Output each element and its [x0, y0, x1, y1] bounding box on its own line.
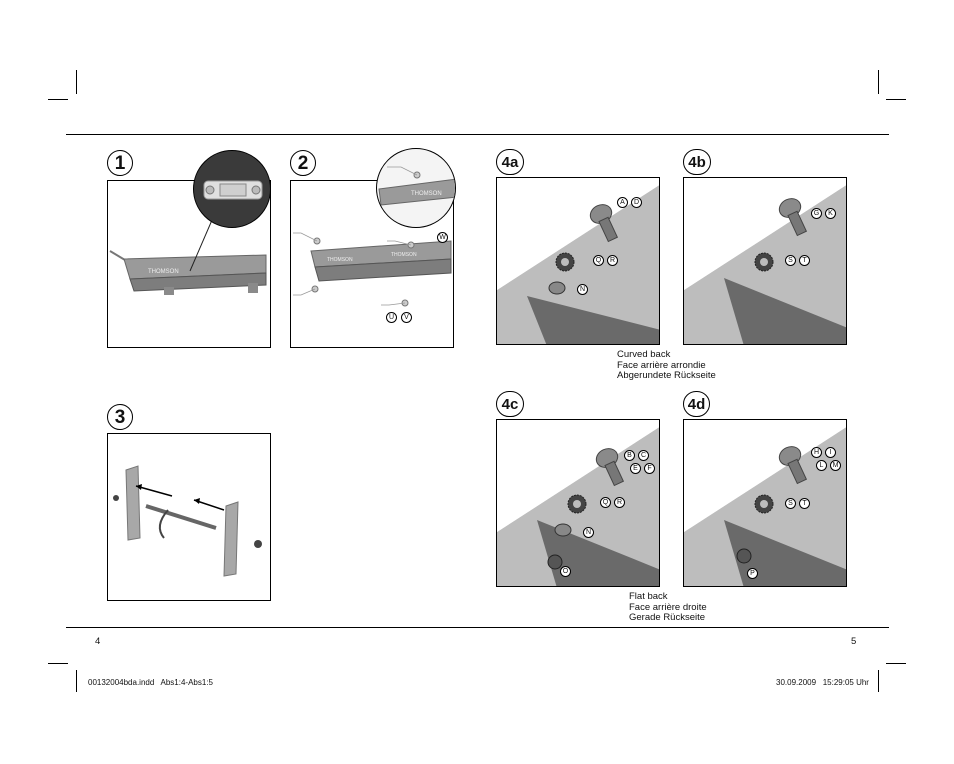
callout-label: H — [811, 447, 822, 458]
callout-label: E — [630, 463, 641, 474]
bracket-illustration: THOMSON THOMSON — [293, 232, 452, 307]
page-number-right: 5 — [851, 636, 857, 647]
callout-label: W — [437, 232, 448, 243]
step-1-zoom-detail — [193, 150, 271, 228]
callout-label: N — [577, 284, 588, 295]
step-2-number: 2 — [290, 150, 316, 176]
callout-label: D — [631, 197, 642, 208]
flat-back-caption: Flat back Face arrière droite Gerade Rüc… — [629, 591, 707, 624]
step-4d-panel — [683, 419, 847, 587]
callout-label: P — [747, 568, 758, 579]
crop-mark — [886, 663, 906, 664]
step-3-number: 3 — [107, 404, 133, 430]
callout-label: V — [401, 312, 412, 323]
callout-label: R — [607, 255, 618, 266]
callout-label: Q — [593, 255, 604, 266]
callout-label: A — [617, 197, 628, 208]
caption-line-en: Curved back — [617, 349, 671, 360]
bracket-brand: THOMSON — [411, 191, 442, 197]
step-1-number: 1 — [107, 150, 133, 176]
crop-mark — [48, 99, 68, 100]
caption-line-en: Flat back — [629, 591, 668, 602]
step-4c-number: 4c — [496, 391, 524, 417]
callout-label: L — [816, 460, 827, 471]
crop-mark — [878, 670, 879, 692]
crop-mark — [76, 70, 77, 94]
callout-label: T — [799, 498, 810, 509]
page-number-left: 4 — [95, 636, 101, 647]
callout-label: Q — [600, 497, 611, 508]
crop-mark — [886, 99, 906, 100]
top-rule — [66, 134, 889, 135]
crop-mark — [48, 663, 68, 664]
callout-label: I — [825, 447, 836, 458]
file-slug: 00132004bda.indd Abs1:4-Abs1:5 — [88, 678, 213, 687]
callout-label: U — [386, 312, 397, 323]
crop-mark — [76, 670, 77, 692]
timestamp-slug: 30.09.2009 15:29:05 Uhr — [776, 678, 869, 687]
callout-label: K — [825, 208, 836, 219]
bracket-brand: THOMSON — [391, 252, 417, 258]
callout-label: N — [583, 527, 594, 538]
callout-label: T — [799, 255, 810, 266]
step-4a-number: 4a — [496, 149, 524, 175]
step-2-zoom-detail: THOMSON — [376, 148, 456, 228]
rail-assembly-illustration — [113, 465, 262, 577]
callout-label: C — [638, 450, 649, 461]
curved-back-caption: Curved back Face arrière arrondie Abgeru… — [617, 349, 716, 382]
step-4c-panel — [496, 419, 660, 587]
callout-label: M — [830, 460, 841, 471]
callout-label: F — [644, 463, 655, 474]
callout-label: O — [560, 566, 571, 577]
step-2-panel: THOMSON THOMSON — [290, 180, 454, 348]
bracket-brand: THOMSON — [327, 257, 353, 263]
caption-line-de: Gerade Rückseite — [629, 612, 706, 623]
callout-label: B — [624, 450, 635, 461]
crop-mark — [878, 70, 879, 94]
caption-line-fr: Face arrière droite — [629, 601, 707, 613]
caption-line-fr: Face arrière arrondie — [617, 359, 706, 371]
callout-label: G — [811, 208, 822, 219]
bottom-rule — [66, 627, 889, 628]
step-4d-number: 4d — [683, 391, 710, 417]
step-3-panel — [107, 433, 271, 601]
step-4b-number: 4b — [683, 149, 711, 175]
flat-back-hardware-illustration — [497, 420, 659, 586]
callout-label: S — [785, 255, 796, 266]
callout-label: R — [614, 497, 625, 508]
flat-back-hardware-illustration — [684, 420, 846, 586]
bracket-brand: THOMSON — [148, 269, 179, 275]
curved-back-hardware-illustration — [684, 178, 846, 344]
caption-line-de: Abgerundete Rückseite — [617, 370, 716, 381]
callout-label: S — [785, 498, 796, 509]
step-4b-panel — [683, 177, 847, 345]
